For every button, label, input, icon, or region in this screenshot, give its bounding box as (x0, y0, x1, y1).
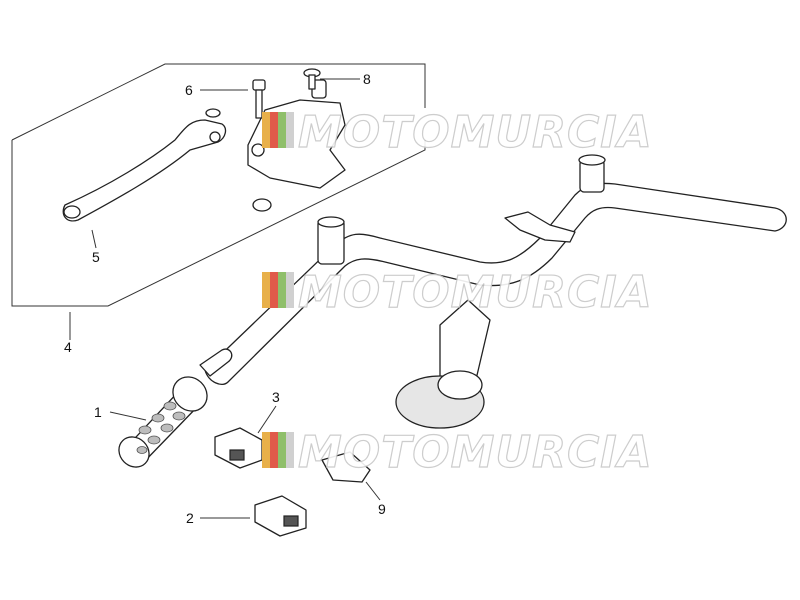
watermark-bottom: MOTOMURCIA (262, 426, 653, 479)
lever-assembly-frame (11, 63, 426, 307)
bolt-6 (252, 79, 266, 119)
watermark-stripe (270, 112, 278, 148)
watermark-stripe (278, 432, 286, 468)
watermark-stripe (270, 272, 278, 308)
watermark-stripe (278, 272, 286, 308)
switch-2 (254, 495, 307, 537)
watermark-stripe (278, 112, 286, 148)
leader-lines (69, 78, 381, 519)
watermark-stripe (270, 432, 278, 468)
watermark-stripe (286, 112, 294, 148)
callout-9: 9 (378, 501, 386, 517)
watermark-text: MOTOMURCIA (298, 267, 653, 318)
callout-3: 3 (272, 389, 280, 405)
watermark-stripe (262, 272, 270, 308)
callout-4: 4 (64, 339, 72, 355)
watermark-stripe (286, 432, 294, 468)
watermark-middle: MOTOMURCIA (262, 266, 653, 319)
callout-8: 8 (363, 71, 371, 87)
handlebar-grip (118, 348, 233, 468)
callout-6: 6 (185, 82, 193, 98)
watermark-stripe (262, 112, 270, 148)
clip-9 (321, 451, 371, 483)
brake-lever (62, 119, 227, 222)
watermark-text: MOTOMURCIA (298, 107, 653, 158)
watermark-stripe (262, 432, 270, 468)
watermark-stripe (286, 272, 294, 308)
callout-1: 1 (94, 404, 102, 420)
bolt-8 (303, 68, 321, 90)
watermark-text: MOTOMURCIA (298, 427, 653, 478)
callout-labels: 1 2 3 4 5 6 8 9 (64, 71, 386, 526)
switch-3 (214, 427, 263, 469)
callout-5: 5 (92, 249, 100, 265)
handlebar (204, 154, 787, 429)
callout-2: 2 (186, 510, 194, 526)
watermark-top: MOTOMURCIA (262, 106, 653, 159)
